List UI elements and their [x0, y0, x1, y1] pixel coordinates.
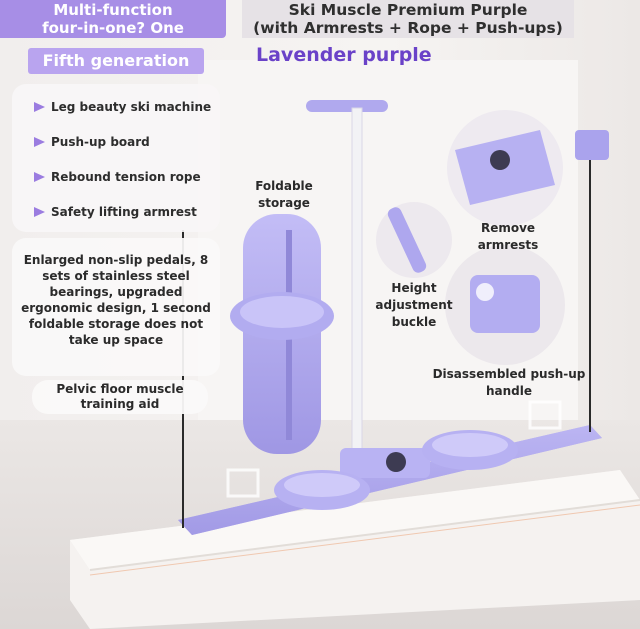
banner-right-line-2: (with Armrests + Rope + Push-ups): [253, 19, 563, 37]
description: Enlarged non-slip pedals, 8 sets of stai…: [12, 238, 220, 376]
feature-label: Safety lifting armrest: [51, 205, 197, 219]
handle-bar: [306, 100, 388, 112]
callout-line: armrests: [477, 238, 539, 252]
color-name: Lavender purple: [256, 44, 432, 66]
feature-label: Push-up board: [51, 135, 150, 149]
generation-badge: Fifth generation: [28, 48, 204, 74]
callout-line: adjustment: [375, 298, 453, 312]
feature-label: Rebound tension rope: [51, 170, 201, 184]
triangle-bullet-icon: [34, 102, 45, 112]
banner-right-line-1: Ski Muscle Premium Purple: [288, 1, 528, 19]
triangle-bullet-icon: [34, 137, 45, 147]
callout-line: Remove: [480, 221, 536, 235]
rope-right-handle: [575, 130, 609, 160]
feature-item: Leg beauty ski machine: [34, 100, 211, 114]
feature-item: Push-up board: [34, 135, 150, 149]
pelvic-line-2: training aid: [80, 397, 160, 411]
triangle-bullet-icon: [34, 172, 45, 182]
feature-item: Rebound tension rope: [34, 170, 201, 184]
banner-left-line-2: four-in-one? One: [42, 19, 184, 37]
banner-left-line-1: Multi-function: [53, 1, 173, 19]
feature-list: Leg beauty ski machine Push-up board Reb…: [12, 84, 220, 232]
feature-item: Safety lifting armrest: [34, 205, 197, 219]
pelvic-line-1: Pelvic floor muscle: [56, 382, 184, 396]
callout-pushup: Disassembled push-up handle: [424, 366, 594, 400]
callout-line: handle: [485, 384, 533, 398]
feature-label: Leg beauty ski machine: [51, 100, 212, 114]
callout-line: Foldable: [255, 179, 313, 193]
callout-armrests: Remove armrests: [466, 220, 550, 254]
callout-height: Height adjustment buckle: [368, 280, 460, 331]
callout-line: Disassembled push-up: [432, 367, 586, 381]
pole: [351, 107, 363, 459]
callout-foldable: Foldable storage: [242, 178, 326, 212]
triangle-bullet-icon: [34, 207, 45, 217]
banner-left: Multi-function four-in-one? One: [0, 0, 226, 38]
callout-line: Height: [391, 281, 437, 295]
callout-line: buckle: [391, 315, 437, 329]
callout-line: storage: [258, 196, 310, 210]
pelvic-note: Pelvic floor muscle training aid: [32, 380, 208, 414]
banner-right: Ski Muscle Premium Purple (with Armrests…: [242, 0, 574, 38]
